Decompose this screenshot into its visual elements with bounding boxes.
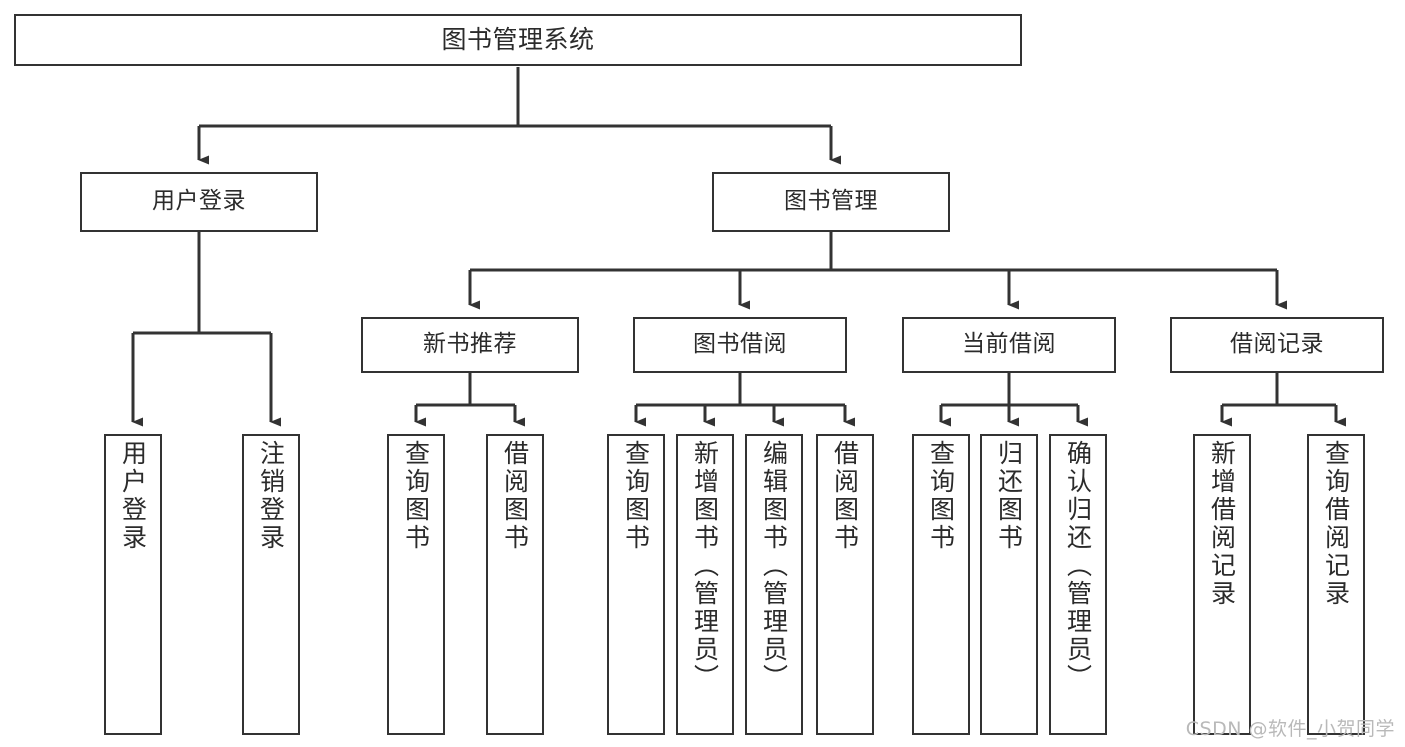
node-leaf-confirm-return-admin-label: 确认归还（管理员） <box>1063 440 1093 692</box>
node-leaf-borrow-book-2[interactable]: 借阅图书 <box>816 434 874 735</box>
node-leaf-query-book-1-label: 查询图书 <box>401 440 431 552</box>
node-user-login-label: 用户登录 <box>152 188 246 215</box>
node-leaf-query-borrow-record-label: 查询借阅记录 <box>1321 440 1351 608</box>
node-leaf-query-book-3[interactable]: 查询图书 <box>912 434 970 735</box>
node-leaf-borrow-book-1[interactable]: 借阅图书 <box>486 434 544 735</box>
node-leaf-borrow-book-2-label: 借阅图书 <box>830 440 860 552</box>
node-leaf-confirm-return-admin[interactable]: 确认归还（管理员） <box>1049 434 1107 735</box>
edge-root-to-level2 <box>197 67 841 165</box>
node-user-login[interactable]: 用户登录 <box>80 172 318 232</box>
node-leaf-add-borrow-record[interactable]: 新增借阅记录 <box>1193 434 1251 735</box>
node-leaf-query-book-2-label: 查询图书 <box>621 440 651 552</box>
node-leaf-query-borrow-record[interactable]: 查询借阅记录 <box>1307 434 1365 735</box>
node-leaf-logout[interactable]: 注销登录 <box>242 434 300 735</box>
edge-book-mgmt-to-level3 <box>468 232 1287 310</box>
node-book-borrow-label: 图书借阅 <box>693 331 787 358</box>
node-leaf-return-book[interactable]: 归还图书 <box>980 434 1038 735</box>
node-current-borrow-label: 当前借阅 <box>962 331 1056 358</box>
node-leaf-add-book-admin[interactable]: 新增图书（管理员） <box>676 434 734 735</box>
node-leaf-edit-book-admin-label: 编辑图书（管理员） <box>759 440 789 692</box>
node-book-management[interactable]: 图书管理 <box>712 172 950 232</box>
node-leaf-logout-label: 注销登录 <box>256 440 286 552</box>
node-leaf-query-book-1[interactable]: 查询图书 <box>387 434 445 735</box>
node-borrow-record-label: 借阅记录 <box>1230 331 1324 358</box>
node-leaf-borrow-book-1-label: 借阅图书 <box>500 440 530 552</box>
node-book-management-label: 图书管理 <box>784 188 878 215</box>
watermark: CSDN @软件_小贺同学 <box>1185 718 1395 740</box>
node-current-borrow[interactable]: 当前借阅 <box>902 317 1116 373</box>
node-leaf-query-book-2[interactable]: 查询图书 <box>607 434 665 735</box>
edge-new-book-to-leaves <box>414 373 525 427</box>
node-new-book-recommend-label: 新书推荐 <box>423 331 517 358</box>
node-leaf-user-login[interactable]: 用户登录 <box>104 434 162 735</box>
edge-current-borrow-to-leaves <box>939 373 1088 427</box>
node-root-label: 图书管理系统 <box>441 25 595 54</box>
node-root[interactable]: 图书管理系统 <box>14 14 1022 66</box>
node-book-borrow[interactable]: 图书借阅 <box>633 317 847 373</box>
node-leaf-add-book-admin-label: 新增图书（管理员） <box>690 440 720 692</box>
node-new-book-recommend[interactable]: 新书推荐 <box>361 317 579 373</box>
node-leaf-edit-book-admin[interactable]: 编辑图书（管理员） <box>745 434 803 735</box>
edge-borrow-record-to-leaves <box>1220 373 1346 427</box>
node-leaf-user-login-label: 用户登录 <box>118 440 148 552</box>
node-leaf-query-book-3-label: 查询图书 <box>926 440 956 552</box>
node-leaf-return-book-label: 归还图书 <box>994 440 1024 552</box>
node-leaf-add-borrow-record-label: 新增借阅记录 <box>1207 440 1237 608</box>
node-borrow-record[interactable]: 借阅记录 <box>1170 317 1384 373</box>
edge-book-borrow-to-leaves <box>634 373 855 427</box>
edge-user-login-to-leaves <box>131 232 281 427</box>
